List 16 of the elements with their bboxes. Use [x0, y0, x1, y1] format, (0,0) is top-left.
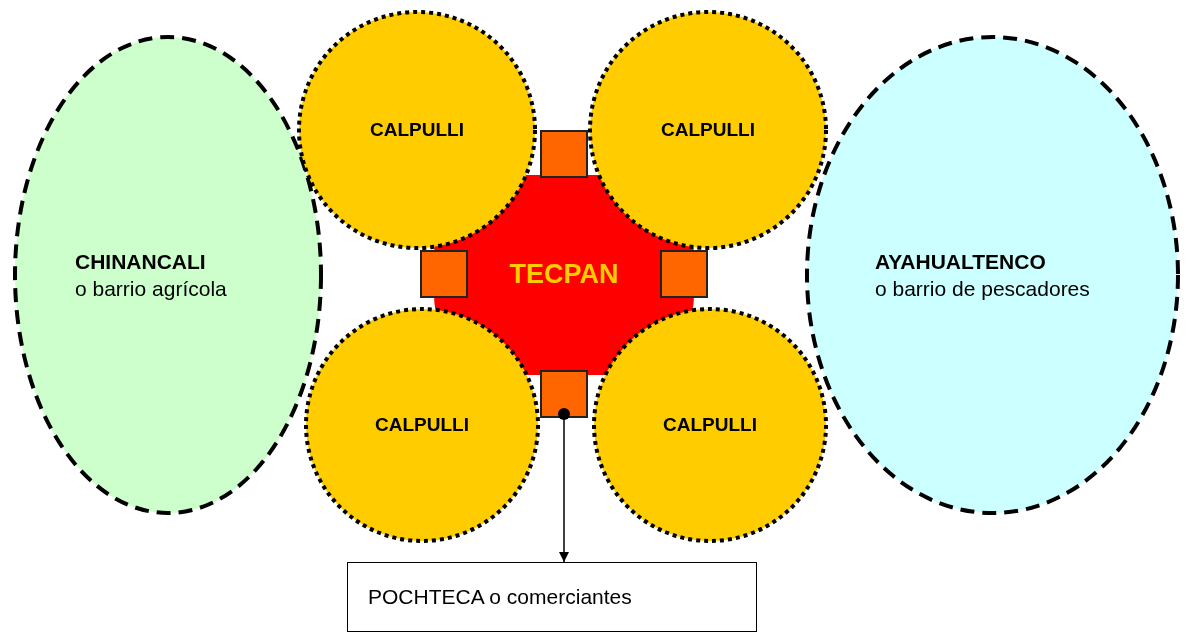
zone-name: CALPULLI: [370, 117, 464, 142]
arrow: [558, 408, 570, 563]
region-description: o barrio de pescadores: [875, 276, 1090, 302]
gate-square: [540, 370, 588, 418]
gate-square: [540, 130, 588, 178]
label-text: POCHTECA o comerciantes: [368, 584, 632, 611]
region-name: CHINANCALI: [75, 248, 206, 275]
gate-square: [660, 250, 708, 298]
zone-name: CALPULLI: [375, 412, 469, 437]
gate-square: [420, 250, 468, 298]
region-name: AYAHUALTENCO: [875, 248, 1046, 275]
zone-name: CALPULLI: [661, 117, 755, 142]
zone-name: CALPULLI: [663, 412, 757, 437]
label-box: [347, 562, 757, 632]
plaza-name: TECPAN: [509, 258, 619, 292]
region-description: o barrio agrícola: [75, 276, 227, 302]
